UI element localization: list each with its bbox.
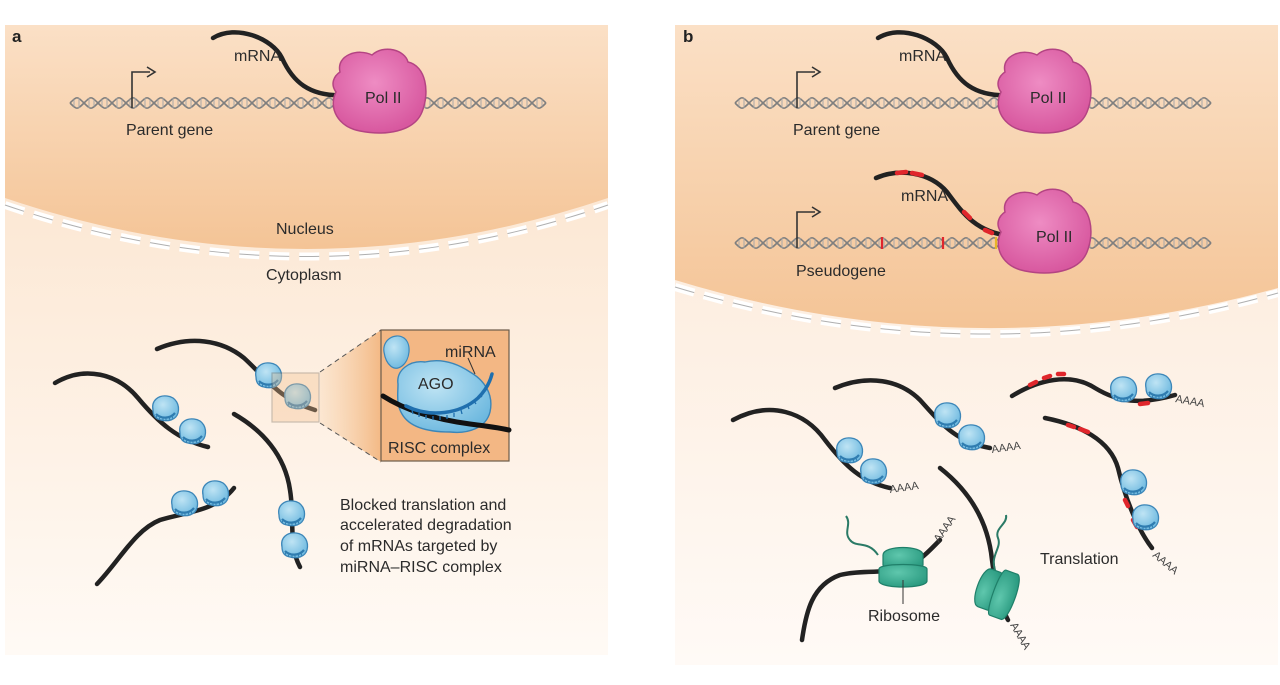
risc-blob	[201, 479, 230, 508]
risc-blob	[1144, 372, 1173, 401]
pol-ii-enzyme-a	[332, 48, 427, 134]
pseudogene-mrna-with-risc	[1009, 377, 1178, 404]
mrna-strand-b	[875, 30, 1016, 98]
risc-blob	[957, 423, 986, 452]
polya-tail: AAAA	[889, 480, 920, 496]
caption-line-3: of mRNAs targeted by	[340, 538, 497, 555]
cytoplasm-label-a: Cytoplasm	[266, 267, 342, 284]
risc-blob	[933, 401, 962, 430]
zoom-cone	[320, 330, 381, 462]
nascent-peptide	[992, 514, 1008, 571]
mrna-label-b2: mRNA	[901, 188, 948, 205]
zoom-source-box	[271, 372, 320, 423]
risc-complex-label: RISC complex	[388, 440, 490, 457]
risc-blob	[1119, 468, 1148, 497]
risc-blob	[1109, 375, 1138, 404]
mrna-label-a: mRNA	[234, 48, 281, 65]
pol-ii-enzyme-b1	[997, 48, 1092, 134]
panel-letter-b: b	[683, 27, 693, 46]
risc-inset: miRNA AGO RISC complex	[380, 329, 512, 462]
risc-blob	[835, 436, 864, 465]
risc-blob	[170, 489, 199, 518]
risc-blob	[178, 417, 207, 446]
nucleus-region-a	[5, 25, 608, 249]
nucleus-region-b	[675, 25, 1278, 329]
promoter-arrow-icon	[131, 71, 150, 108]
translation-label: Translation	[1040, 551, 1119, 568]
pol-ii-enzyme-b2	[997, 188, 1092, 274]
parent-gene-label-b: Parent gene	[793, 122, 880, 139]
risc-blob	[277, 499, 306, 528]
polya-tail: AAAA	[1174, 393, 1206, 410]
pol-ii-label-b2: Pol II	[1036, 229, 1072, 246]
risc-blob	[151, 394, 180, 423]
blocked-translation-caption: Blocked translation and accelerated degr…	[340, 497, 512, 576]
ago-label: AGO	[418, 376, 454, 393]
promoter-arrow-icon	[796, 71, 815, 108]
mrna-strand-a	[210, 30, 351, 98]
promoter-arrow-icon	[796, 211, 815, 248]
panel-a: mRNA Pol II Parent gene Nucleus Cytoplas…	[3, 25, 610, 655]
polya-tail: AAAA	[991, 440, 1022, 456]
pol-ii-label-a: Pol II	[365, 90, 401, 107]
target-mrna-zoom	[380, 393, 512, 433]
caption-line-2: accelerated degradation	[340, 517, 512, 534]
pol-ii-label-b1: Pol II	[1030, 90, 1066, 107]
risc-blob	[280, 531, 309, 560]
ribosome-label: Ribosome	[868, 608, 940, 625]
risc-blob	[1131, 503, 1160, 532]
mirna-strand	[404, 372, 494, 415]
nascent-peptide	[845, 515, 879, 556]
risc-blob	[859, 457, 888, 486]
mirna-label: miRNA	[445, 344, 496, 361]
pseudogene-label: Pseudogene	[796, 263, 886, 280]
parent-gene-label-a: Parent gene	[126, 122, 213, 139]
panel-b: b mRNA Pol II Parent gene	[673, 25, 1280, 665]
caption-line-1: Blocked translation and	[340, 497, 506, 514]
mrna-label-b1: mRNA	[899, 48, 946, 65]
dna-pseudogene	[734, 236, 1212, 250]
caption-line-4: miRNA–RISC complex	[340, 559, 502, 576]
targeted-mrnas	[52, 338, 318, 587]
panel-letter-a: a	[12, 27, 22, 46]
nucleus-label-a: Nucleus	[276, 221, 334, 238]
